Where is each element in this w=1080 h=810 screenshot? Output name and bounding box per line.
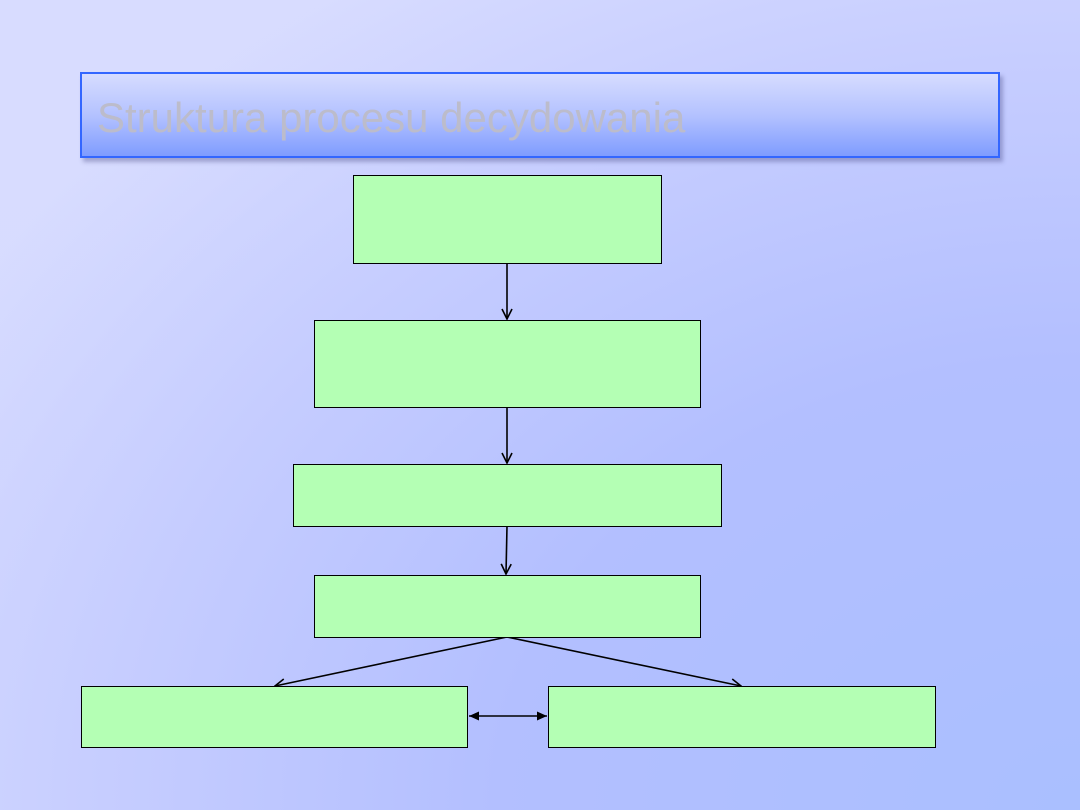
arrow-node3-node4: [506, 525, 507, 574]
diagram-node-6: [548, 686, 936, 748]
diagram-node-3: [293, 464, 722, 527]
title-box: Struktura procesu decydowania: [80, 72, 1000, 158]
slide-title: Struktura procesu decydowania: [97, 94, 686, 141]
diagram-node-4: [314, 575, 701, 638]
diagram-node-1: [353, 175, 662, 264]
diagram-node-2: [314, 320, 701, 408]
arrow-node4-node6: [506, 636, 741, 686]
diagram-node-5: [81, 686, 468, 748]
arrow-node4-node5: [275, 636, 508, 686]
